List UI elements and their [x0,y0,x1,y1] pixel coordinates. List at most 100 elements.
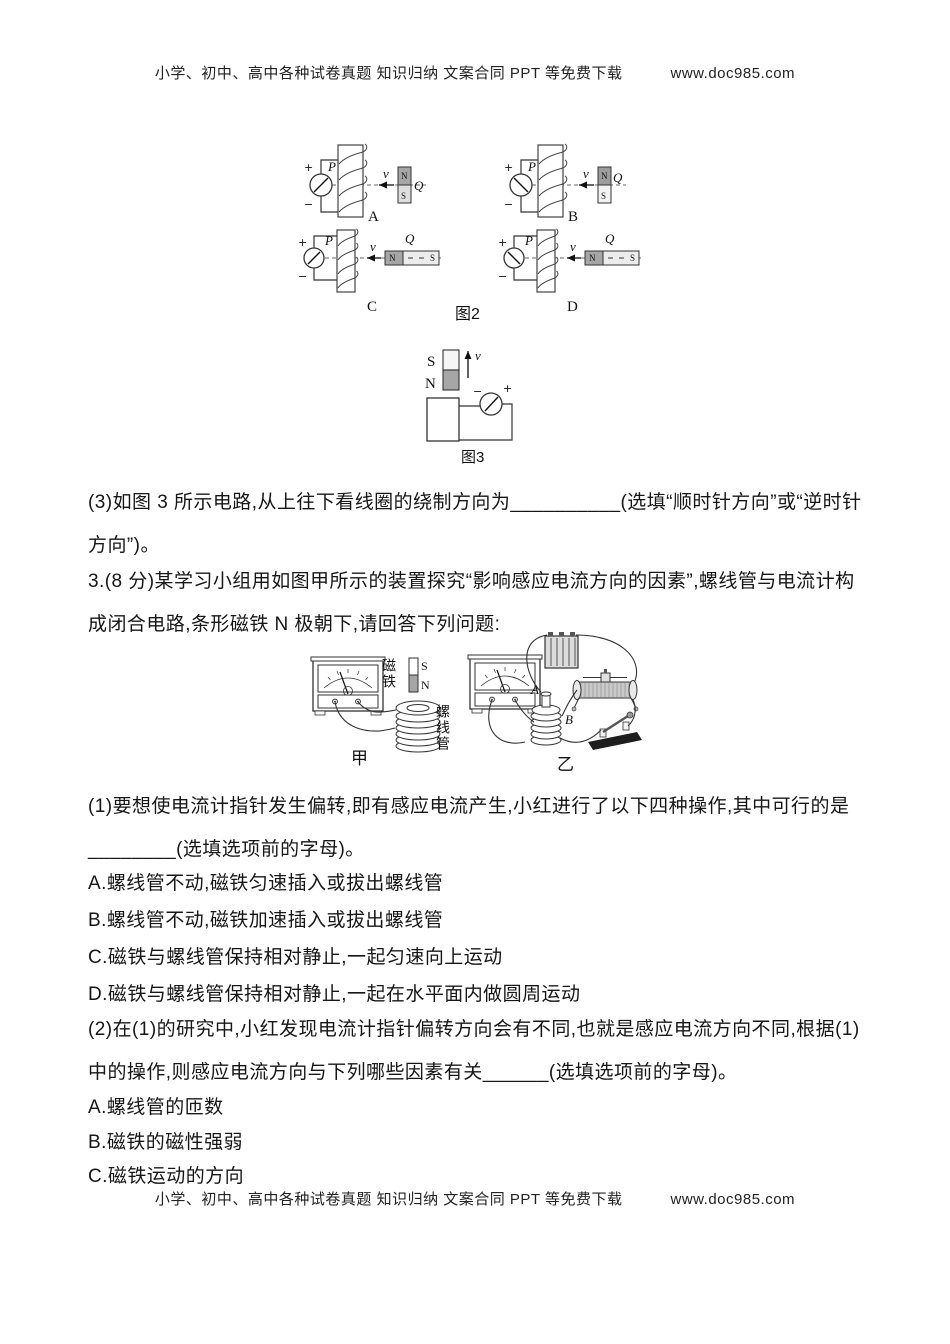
battery [544,632,579,669]
footer-url: www.doc985.com [670,1191,796,1208]
minus-sign: − [498,270,507,283]
bar-magnet-horizontal: N S [384,250,440,266]
question3-stem-line2: 成闭合电路,条形磁铁 N 极朝下,请回答下列问题: [88,614,501,635]
pole-n: N [589,253,596,263]
velocity-arrow: v [379,166,394,189]
page-header: 小学、初中、高中各种试卷真题 知识归纳 文案合同 PPT 等免费下载 www.do… [0,62,950,83]
magnet-label-q: Q [605,231,615,246]
velocity-label: v [383,166,389,181]
coil [537,143,568,218]
part2-line1: (2)在(1)的研究中,小红发现电流计指针偏转方向会有不同,也就是感应电流方向不… [88,1019,860,1040]
switch-lever [602,714,629,734]
needle [484,396,499,412]
pole-s: S [601,191,606,201]
velocity-arrow: v [567,239,581,262]
bar-magnet-vertical: N S [397,166,412,204]
caption-yi: 乙 [557,755,574,774]
velocity-label: v [370,239,376,254]
magnet-label-q: Q [613,170,623,185]
magnet-label: 磁铁 [381,658,397,690]
pole-n: N [401,171,408,181]
velocity-label: v [583,166,589,181]
wires [334,701,397,732]
part1-line2: ________(选填选项前的字母)。 [88,839,365,860]
switch [588,711,642,750]
coil [536,228,559,293]
option-letter: B [568,209,578,225]
velocity-arrow: v [579,166,594,189]
figure2-circuit-c: + − P v N S Q C [298,228,441,315]
plus-sign: + [504,161,513,174]
figure2-circuit-d: + − P v N S Q D [498,228,641,315]
plus-sign: + [298,236,307,249]
question3-stem-line1: 3.(8 分)某学习小组用如图甲所示的装置探究“影响感应电流方向的因素”,螺线管… [88,571,855,592]
bar-magnet-horizontal: N S [584,250,640,266]
header-url: www.doc985.com [670,65,796,82]
wires [459,403,513,441]
pole-s: S [427,354,435,370]
footer-text: 小学、初中、高中各种试卷真题 知识归纳 文案合同 PPT 等免费下载 [154,1191,623,1208]
point-a-label: A [530,682,539,697]
pole-s: S [630,253,635,263]
page-footer: 小学、初中、高中各种试卷真题 知识归纳 文案合同 PPT 等免费下载 www.do… [0,1188,950,1209]
point-b-label: B [565,712,573,727]
setup-jia: 磁铁 S N 螺线管 甲 [310,656,451,768]
pole-n: N [425,376,436,392]
question3-figure: 磁铁 S N 螺线管 甲 [310,632,642,774]
magnet-label-q: Q [414,178,424,193]
coil [426,397,460,442]
coil-label-p: P [324,233,333,248]
bar-magnet: S N [408,657,430,693]
coil-label-p: P [327,159,336,174]
magnet-label-q: Q [405,231,415,246]
coil-label-p: P [527,159,536,174]
pole-n: N [421,678,430,692]
question-part3-line1: (3)如图 3 所示电路,从上往下看线圈的绕制方向为__________(选填“… [88,492,862,513]
part1-option-d: D.磁铁与螺线管保持相对静止,一起在水平面内做圆周运动 [88,984,581,1005]
part2-option-c: C.磁铁运动的方向 [88,1166,245,1187]
galvanometer: + − [498,235,537,283]
slider [600,672,611,683]
velocity-label: v [570,239,576,254]
velocity-label: v [475,348,481,363]
bar-magnet-vertical: N S [597,166,612,204]
coil-label-p: P [524,233,533,248]
bar-magnet-vertical: S N [425,349,460,392]
figure2-circuit-a: + − P v N S Q A [304,143,426,225]
plus-sign: + [498,236,507,249]
needle [513,177,529,193]
galvanometer: + − [504,159,538,213]
pole-s: S [421,659,428,673]
velocity-arrow: v [464,348,481,378]
coil-circuit: − + [426,382,513,442]
minus-sign: − [504,198,513,211]
figure2-caption: 图2 [455,306,480,323]
option-letter: C [367,299,377,315]
coil [336,228,359,293]
needle [307,251,321,265]
caption-jia: 甲 [351,749,368,768]
minus-sign: − [473,385,482,398]
pole-s: S [430,253,435,263]
part1-line1: (1)要想使电流计指针发生偏转,即有感应电流产生,小红进行了以下四种操作,其中可… [88,796,850,817]
galvanometer: + − [304,159,338,213]
galvanometer [310,656,386,716]
minus-sign: − [304,198,313,211]
header-text: 小学、初中、高中各种试卷真题 知识归纳 文案合同 PPT 等免费下载 [154,65,623,82]
minus-sign: − [298,270,307,283]
wires [488,634,637,744]
solenoid-label: 螺线管 [435,704,451,752]
plus-sign: + [503,382,512,395]
solenoid [530,691,562,746]
part1-option-a: A.螺线管不动,磁铁匀速插入或拔出螺线管 [88,873,444,894]
part2-option-a: A.螺线管的匝数 [88,1097,224,1118]
pole-n: N [389,253,396,263]
galvanometer: + − [298,235,337,283]
figure3: S N v − + 图3 [425,348,513,466]
option-letter: D [567,299,578,315]
part2-line2: 中的操作,则感应电流方向与下列哪些因素有关______(选填选项前的字母)。 [88,1062,738,1083]
part1-option-b: B.螺线管不动,磁铁加速插入或拔出螺线管 [88,910,444,931]
solenoid [395,700,441,753]
needle [507,251,521,265]
